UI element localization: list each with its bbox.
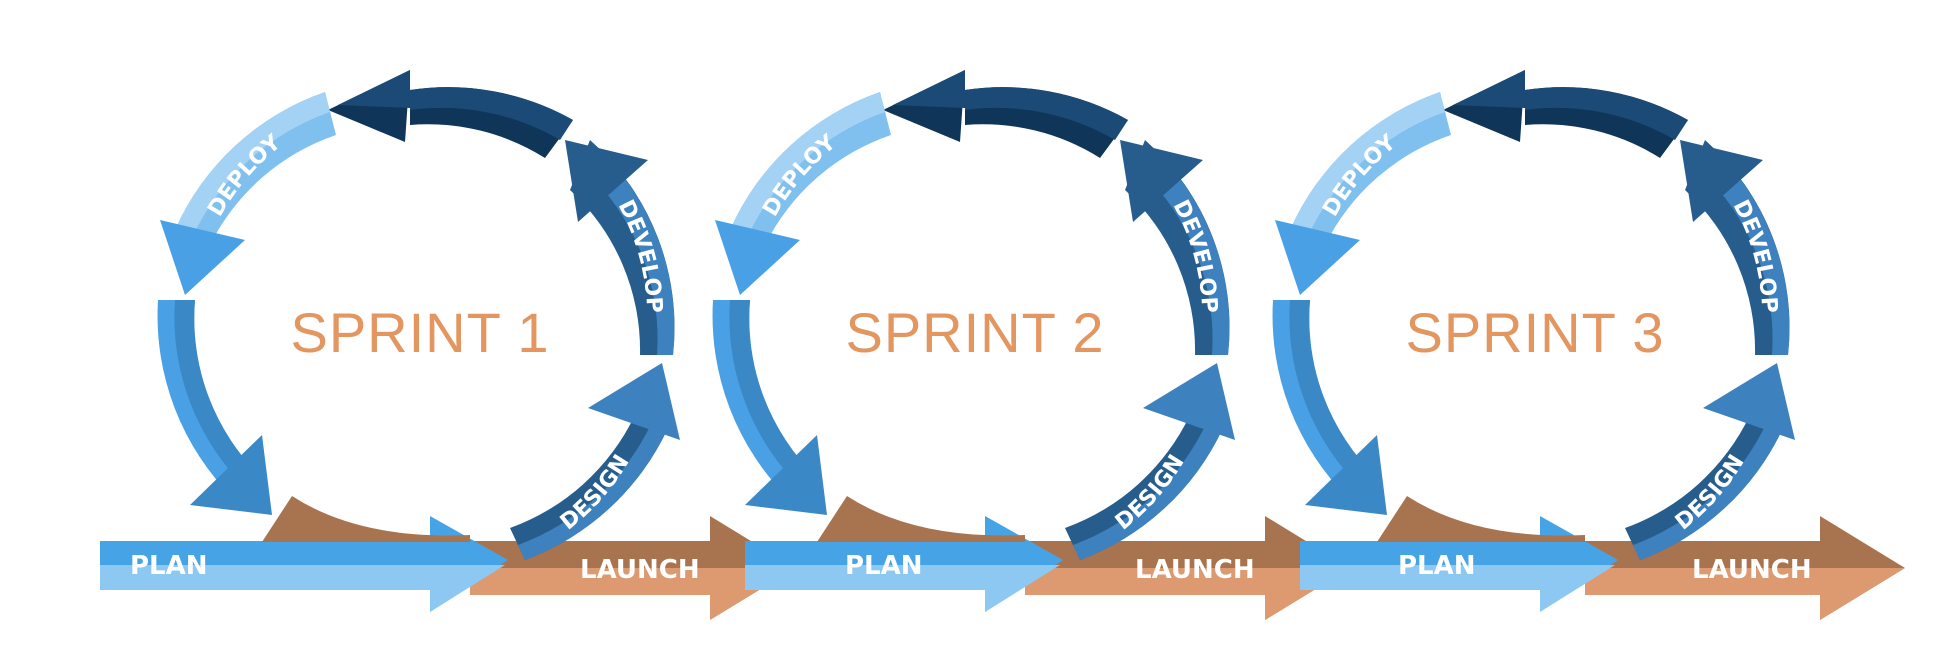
plan-arrow-3: PLAN: [1300, 516, 1618, 612]
plan-label: PLAN: [845, 551, 923, 581]
test-label: TEST: [388, 49, 452, 76]
develop-arrow: DEVELOP: [565, 140, 675, 355]
deploy-arrow: DEPLOY: [160, 92, 336, 295]
sprint-cycle-3: TEST DEVELOP DESIGN REVIEW DEPLO: [1272, 49, 1795, 560]
svg-text:TEST: TEST: [388, 49, 452, 76]
launch-lift-arc: [817, 496, 1025, 542]
test-label: TEST: [1503, 49, 1567, 76]
review-arrow: REVIEW: [1272, 300, 1387, 515]
design-arrow: DESIGN: [510, 363, 680, 560]
sprint-cycle-1: TEST DEVELOP DESIGN REVIEW DEPLO: [157, 49, 680, 560]
review-arrow: REVIEW: [712, 300, 827, 515]
svg-text:TEST: TEST: [1503, 49, 1567, 76]
develop-arrow: DEVELOP: [1680, 140, 1790, 355]
test-arrow: TEST: [328, 49, 573, 158]
sprint-cycle-2: TEST DEVELOP DESIGN REVIEW DEPLO: [712, 49, 1235, 560]
design-arrow: DESIGN: [1065, 363, 1235, 560]
plan-arrow-1: PLAN: [100, 516, 508, 612]
launch-label: LAUNCH: [1135, 555, 1255, 585]
design-arrow: DESIGN: [1625, 363, 1795, 560]
sprint-title: SPRINT 3: [1405, 301, 1664, 364]
sprint-title: SPRINT 2: [845, 301, 1104, 364]
svg-text:TEST: TEST: [943, 49, 1007, 76]
deploy-arrow: DEPLOY: [715, 92, 891, 295]
launch-label: LAUNCH: [1692, 555, 1812, 585]
sprint-title: SPRINT 1: [290, 301, 549, 364]
review-arrow: REVIEW: [157, 300, 272, 515]
plan-label: PLAN: [130, 551, 208, 581]
plan-label: PLAN: [1398, 551, 1476, 581]
launch-lift-arc: [1377, 496, 1585, 542]
plan-arrow-2: PLAN: [745, 516, 1063, 612]
test-arrow: TEST: [883, 49, 1128, 158]
develop-arrow: DEVELOP: [1120, 140, 1230, 355]
test-label: TEST: [943, 49, 1007, 76]
test-arrow: TEST: [1443, 49, 1688, 158]
deploy-arrow: DEPLOY: [1275, 92, 1451, 295]
launch-lift-arc: [262, 496, 470, 542]
launch-label: LAUNCH: [580, 555, 700, 585]
